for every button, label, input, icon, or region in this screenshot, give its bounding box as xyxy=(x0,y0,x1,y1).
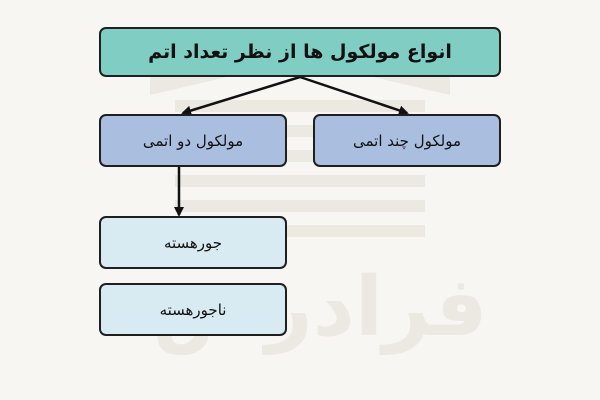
polyatomic-molecule-node: مولکول چند اتمی xyxy=(313,114,501,167)
heteronuclear-label: ناجورهسته xyxy=(159,300,227,319)
homonuclear-label: جورهسته xyxy=(163,233,223,252)
polyatomic-molecule-label: مولکول چند اتمی xyxy=(353,131,462,150)
heteronuclear-node: ناجورهسته xyxy=(99,283,287,336)
root-node-label: انواع مولکول ها از نظر تعداد اتم xyxy=(148,41,452,63)
diatomic-molecule-node: مولکول دو اتمی xyxy=(99,114,287,167)
arrow-root-to-diatomic xyxy=(181,75,301,116)
arrow-root-to-polyatomic xyxy=(299,75,409,116)
homonuclear-node: جورهسته xyxy=(99,216,287,269)
root-node: انواع مولکول ها از نظر تعداد اتم xyxy=(99,27,501,77)
diatomic-molecule-label: مولکول دو اتمی xyxy=(142,131,244,150)
